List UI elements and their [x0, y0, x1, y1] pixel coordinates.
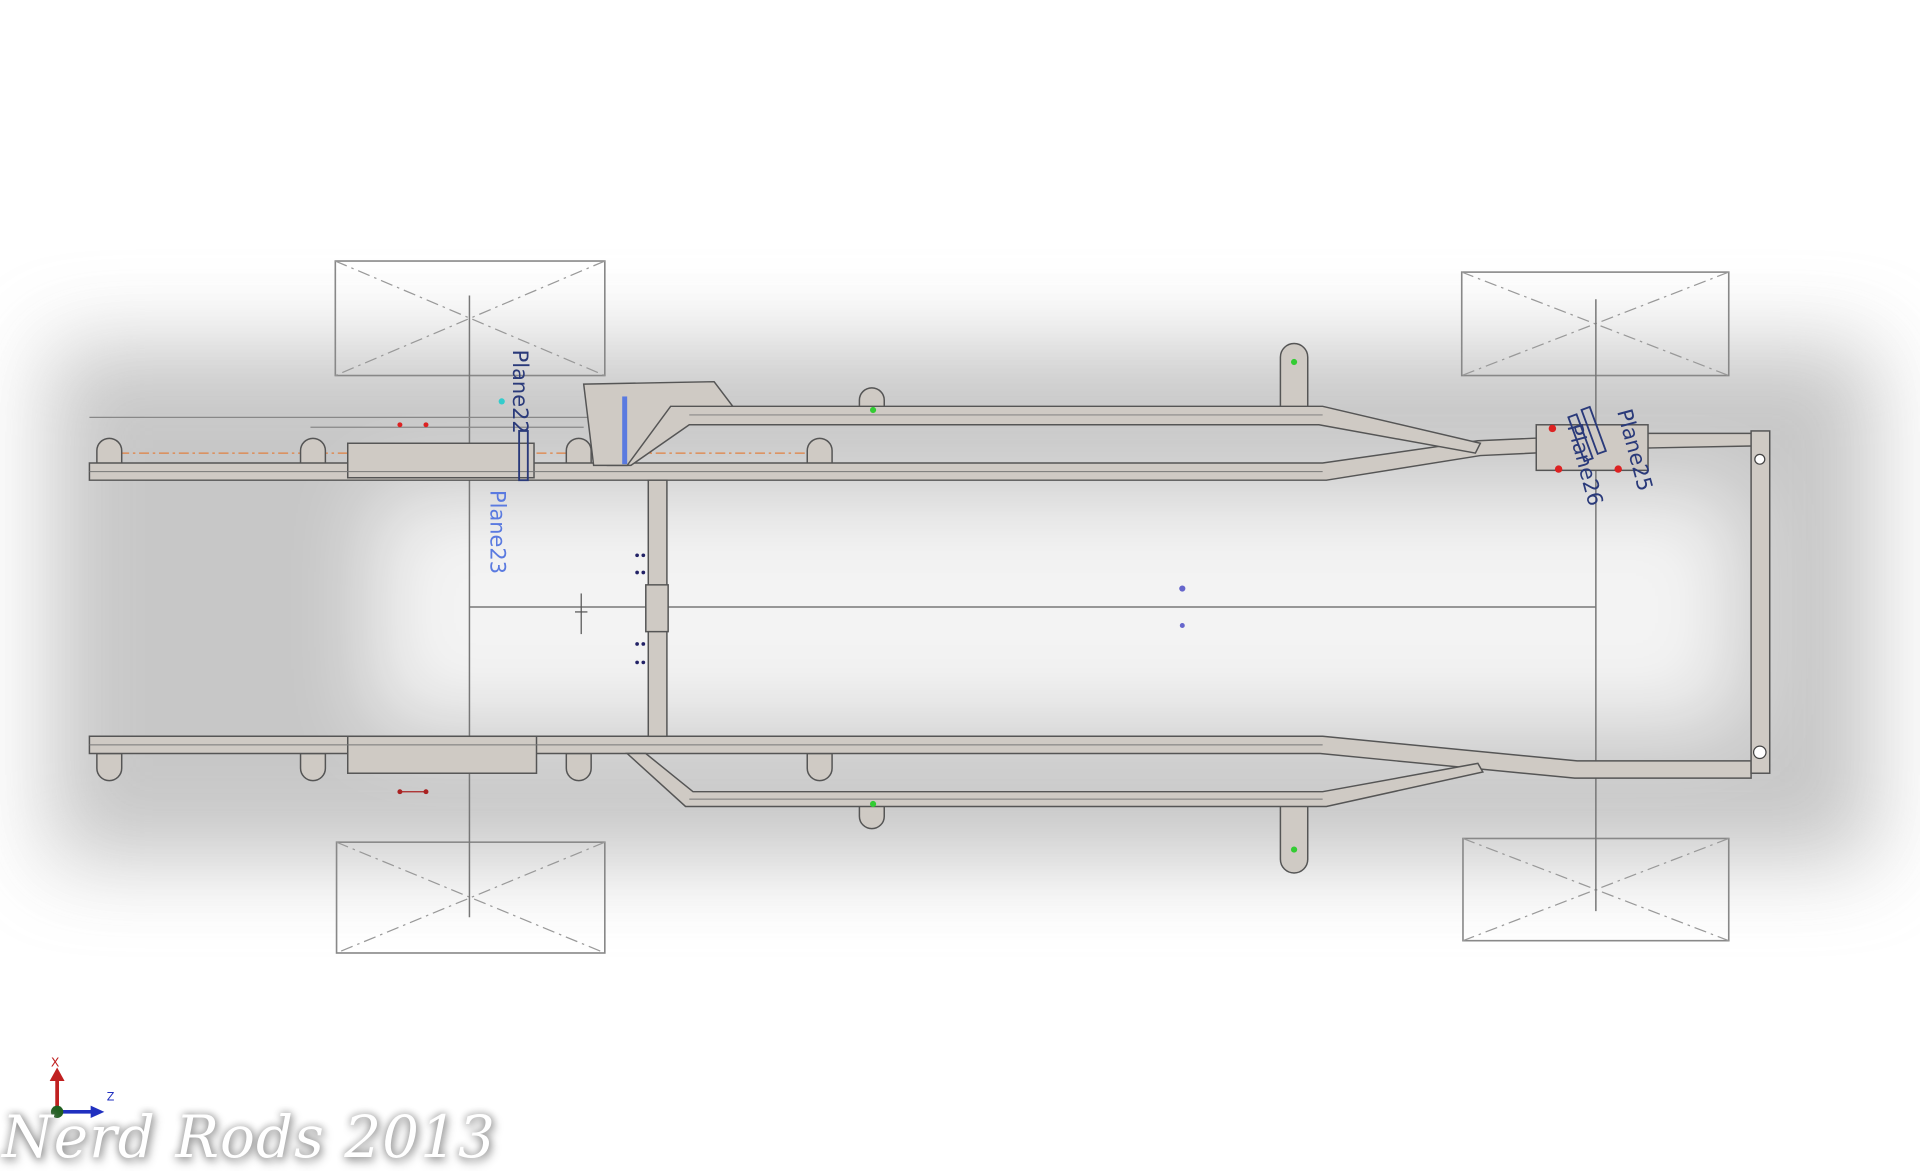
watermark: Nerd Rods 2013	[2, 1103, 496, 1171]
frame-mounts	[96, 342, 1309, 874]
plane-label: Plane22	[508, 350, 533, 434]
steering-box	[1535, 424, 1649, 472]
axis-triad: X Z	[49, 1055, 115, 1118]
plane-marker	[622, 396, 628, 465]
tank-right	[346, 735, 538, 774]
sketch-points	[397, 358, 1622, 853]
front-crossmember	[1750, 430, 1771, 774]
bolt-hole	[1754, 453, 1766, 465]
x-axis-label: X	[51, 1055, 60, 1069]
outer-rail-right	[625, 752, 1484, 808]
rear-gusset	[582, 380, 735, 467]
plane-label: Plane23	[486, 490, 511, 574]
plane-marker	[518, 430, 529, 482]
z-axis-label: Z	[107, 1091, 115, 1104]
plane-marker-pair	[1567, 405, 1608, 463]
frame-interior-light	[372, 492, 1739, 727]
bolt-hole	[1752, 745, 1767, 760]
wheel-box-rear-right	[335, 841, 606, 954]
crossmember-block	[645, 584, 669, 633]
tank-left	[346, 442, 535, 479]
